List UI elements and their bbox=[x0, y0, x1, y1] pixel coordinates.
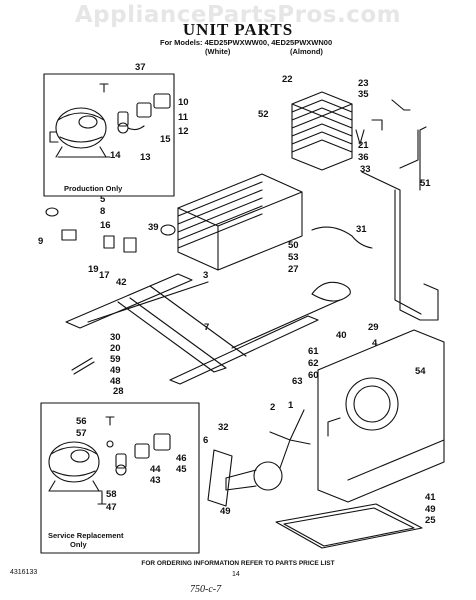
service-box-caption-2: Only bbox=[70, 540, 87, 549]
callout-11: 11 bbox=[178, 112, 189, 123]
callout-46: 46 bbox=[176, 453, 187, 464]
callout-25: 25 bbox=[425, 515, 436, 526]
callout-57: 57 bbox=[76, 428, 87, 439]
callout-23: 23 bbox=[358, 78, 369, 89]
callout-13: 13 bbox=[140, 152, 151, 163]
callout-labels: 37 22 23 35 52 10 11 12 15 14 13 21 36 3… bbox=[38, 62, 436, 526]
callout-37: 37 bbox=[135, 62, 146, 73]
callout-14: 14 bbox=[110, 150, 121, 161]
service-box bbox=[40, 402, 200, 554]
callout-49c: 49 bbox=[220, 506, 231, 517]
callout-29: 29 bbox=[368, 322, 379, 333]
callout-1: 1 bbox=[288, 400, 294, 411]
callout-41: 41 bbox=[425, 492, 436, 503]
document-part-number: 4316133 bbox=[10, 569, 38, 576]
callout-19: 19 bbox=[88, 264, 99, 275]
condenser-fan-icon bbox=[207, 329, 445, 507]
callout-8: 8 bbox=[100, 206, 105, 217]
callout-39: 39 bbox=[148, 222, 159, 233]
callout-47: 47 bbox=[106, 502, 117, 513]
callout-33: 33 bbox=[360, 164, 371, 175]
tubing-icon bbox=[311, 126, 439, 321]
callout-59: 59 bbox=[110, 354, 121, 365]
callout-60: 60 bbox=[308, 370, 319, 381]
production-box bbox=[43, 73, 175, 197]
relay-overload-icon bbox=[99, 83, 171, 134]
callout-21: 21 bbox=[358, 140, 369, 151]
variant-white: (White) bbox=[205, 47, 231, 56]
callout-22: 22 bbox=[282, 74, 293, 85]
variant-almond: (Almond) bbox=[290, 47, 323, 56]
callout-36: 36 bbox=[358, 152, 369, 163]
callout-58: 58 bbox=[106, 489, 117, 500]
callout-30: 30 bbox=[110, 332, 121, 343]
callout-7: 7 bbox=[204, 322, 209, 333]
callout-31: 31 bbox=[356, 224, 367, 235]
callout-20: 20 bbox=[110, 343, 121, 354]
callout-32: 32 bbox=[218, 422, 229, 433]
drain-pan-icon bbox=[275, 503, 423, 549]
small-parts-icon bbox=[45, 99, 411, 437]
callout-5: 5 bbox=[100, 194, 106, 205]
callout-51: 51 bbox=[420, 178, 431, 189]
callout-16: 16 bbox=[100, 220, 111, 231]
callout-62: 62 bbox=[308, 358, 319, 369]
callout-6: 6 bbox=[203, 435, 208, 446]
watermark: AppliancePartsPros.com bbox=[74, 2, 402, 28]
callout-42: 42 bbox=[116, 277, 127, 288]
callout-45: 45 bbox=[176, 464, 187, 475]
service-relay-icon bbox=[105, 416, 171, 476]
models-line: For Models: 4ED25PWXWW00, 4ED25PWXWN00 bbox=[160, 38, 333, 47]
callout-43: 43 bbox=[150, 475, 161, 486]
callout-50: 50 bbox=[288, 240, 299, 251]
callout-63: 63 bbox=[292, 376, 303, 387]
callout-10: 10 bbox=[178, 97, 189, 108]
callout-52: 52 bbox=[258, 109, 269, 120]
callout-56: 56 bbox=[76, 416, 87, 427]
callout-48: 48 bbox=[110, 376, 121, 387]
page-number: 14 bbox=[232, 571, 240, 578]
callout-3: 3 bbox=[203, 270, 208, 281]
callout-17: 17 bbox=[99, 270, 110, 281]
compressor-icon bbox=[49, 107, 111, 158]
callout-35: 35 bbox=[358, 89, 369, 100]
callout-28: 28 bbox=[113, 386, 124, 397]
handwritten-note: 750-c-7 bbox=[190, 584, 222, 595]
callout-49b: 49 bbox=[425, 504, 436, 515]
callout-12: 12 bbox=[178, 126, 189, 137]
callout-4: 4 bbox=[372, 338, 378, 349]
ordering-footer: FOR ORDERING INFORMATION REFER TO PARTS … bbox=[141, 560, 335, 567]
callout-53: 53 bbox=[288, 252, 299, 263]
callout-61: 61 bbox=[308, 346, 319, 357]
frame-icon bbox=[65, 273, 341, 385]
callout-49: 49 bbox=[110, 365, 121, 376]
callout-15: 15 bbox=[160, 134, 171, 145]
production-box-caption: Production Only bbox=[64, 184, 123, 193]
service-compressor-icon bbox=[48, 441, 107, 505]
service-box-caption-1: Service Replacement bbox=[48, 531, 124, 540]
evaporator-icon bbox=[177, 173, 303, 271]
callout-54: 54 bbox=[415, 366, 426, 377]
callout-2: 2 bbox=[270, 402, 275, 413]
callout-9: 9 bbox=[38, 236, 43, 247]
callout-27: 27 bbox=[288, 264, 299, 275]
page-title: UNIT PARTS bbox=[182, 20, 294, 39]
condenser-coil-icon bbox=[291, 91, 353, 171]
callout-44: 44 bbox=[150, 464, 161, 475]
callout-40: 40 bbox=[336, 330, 347, 341]
